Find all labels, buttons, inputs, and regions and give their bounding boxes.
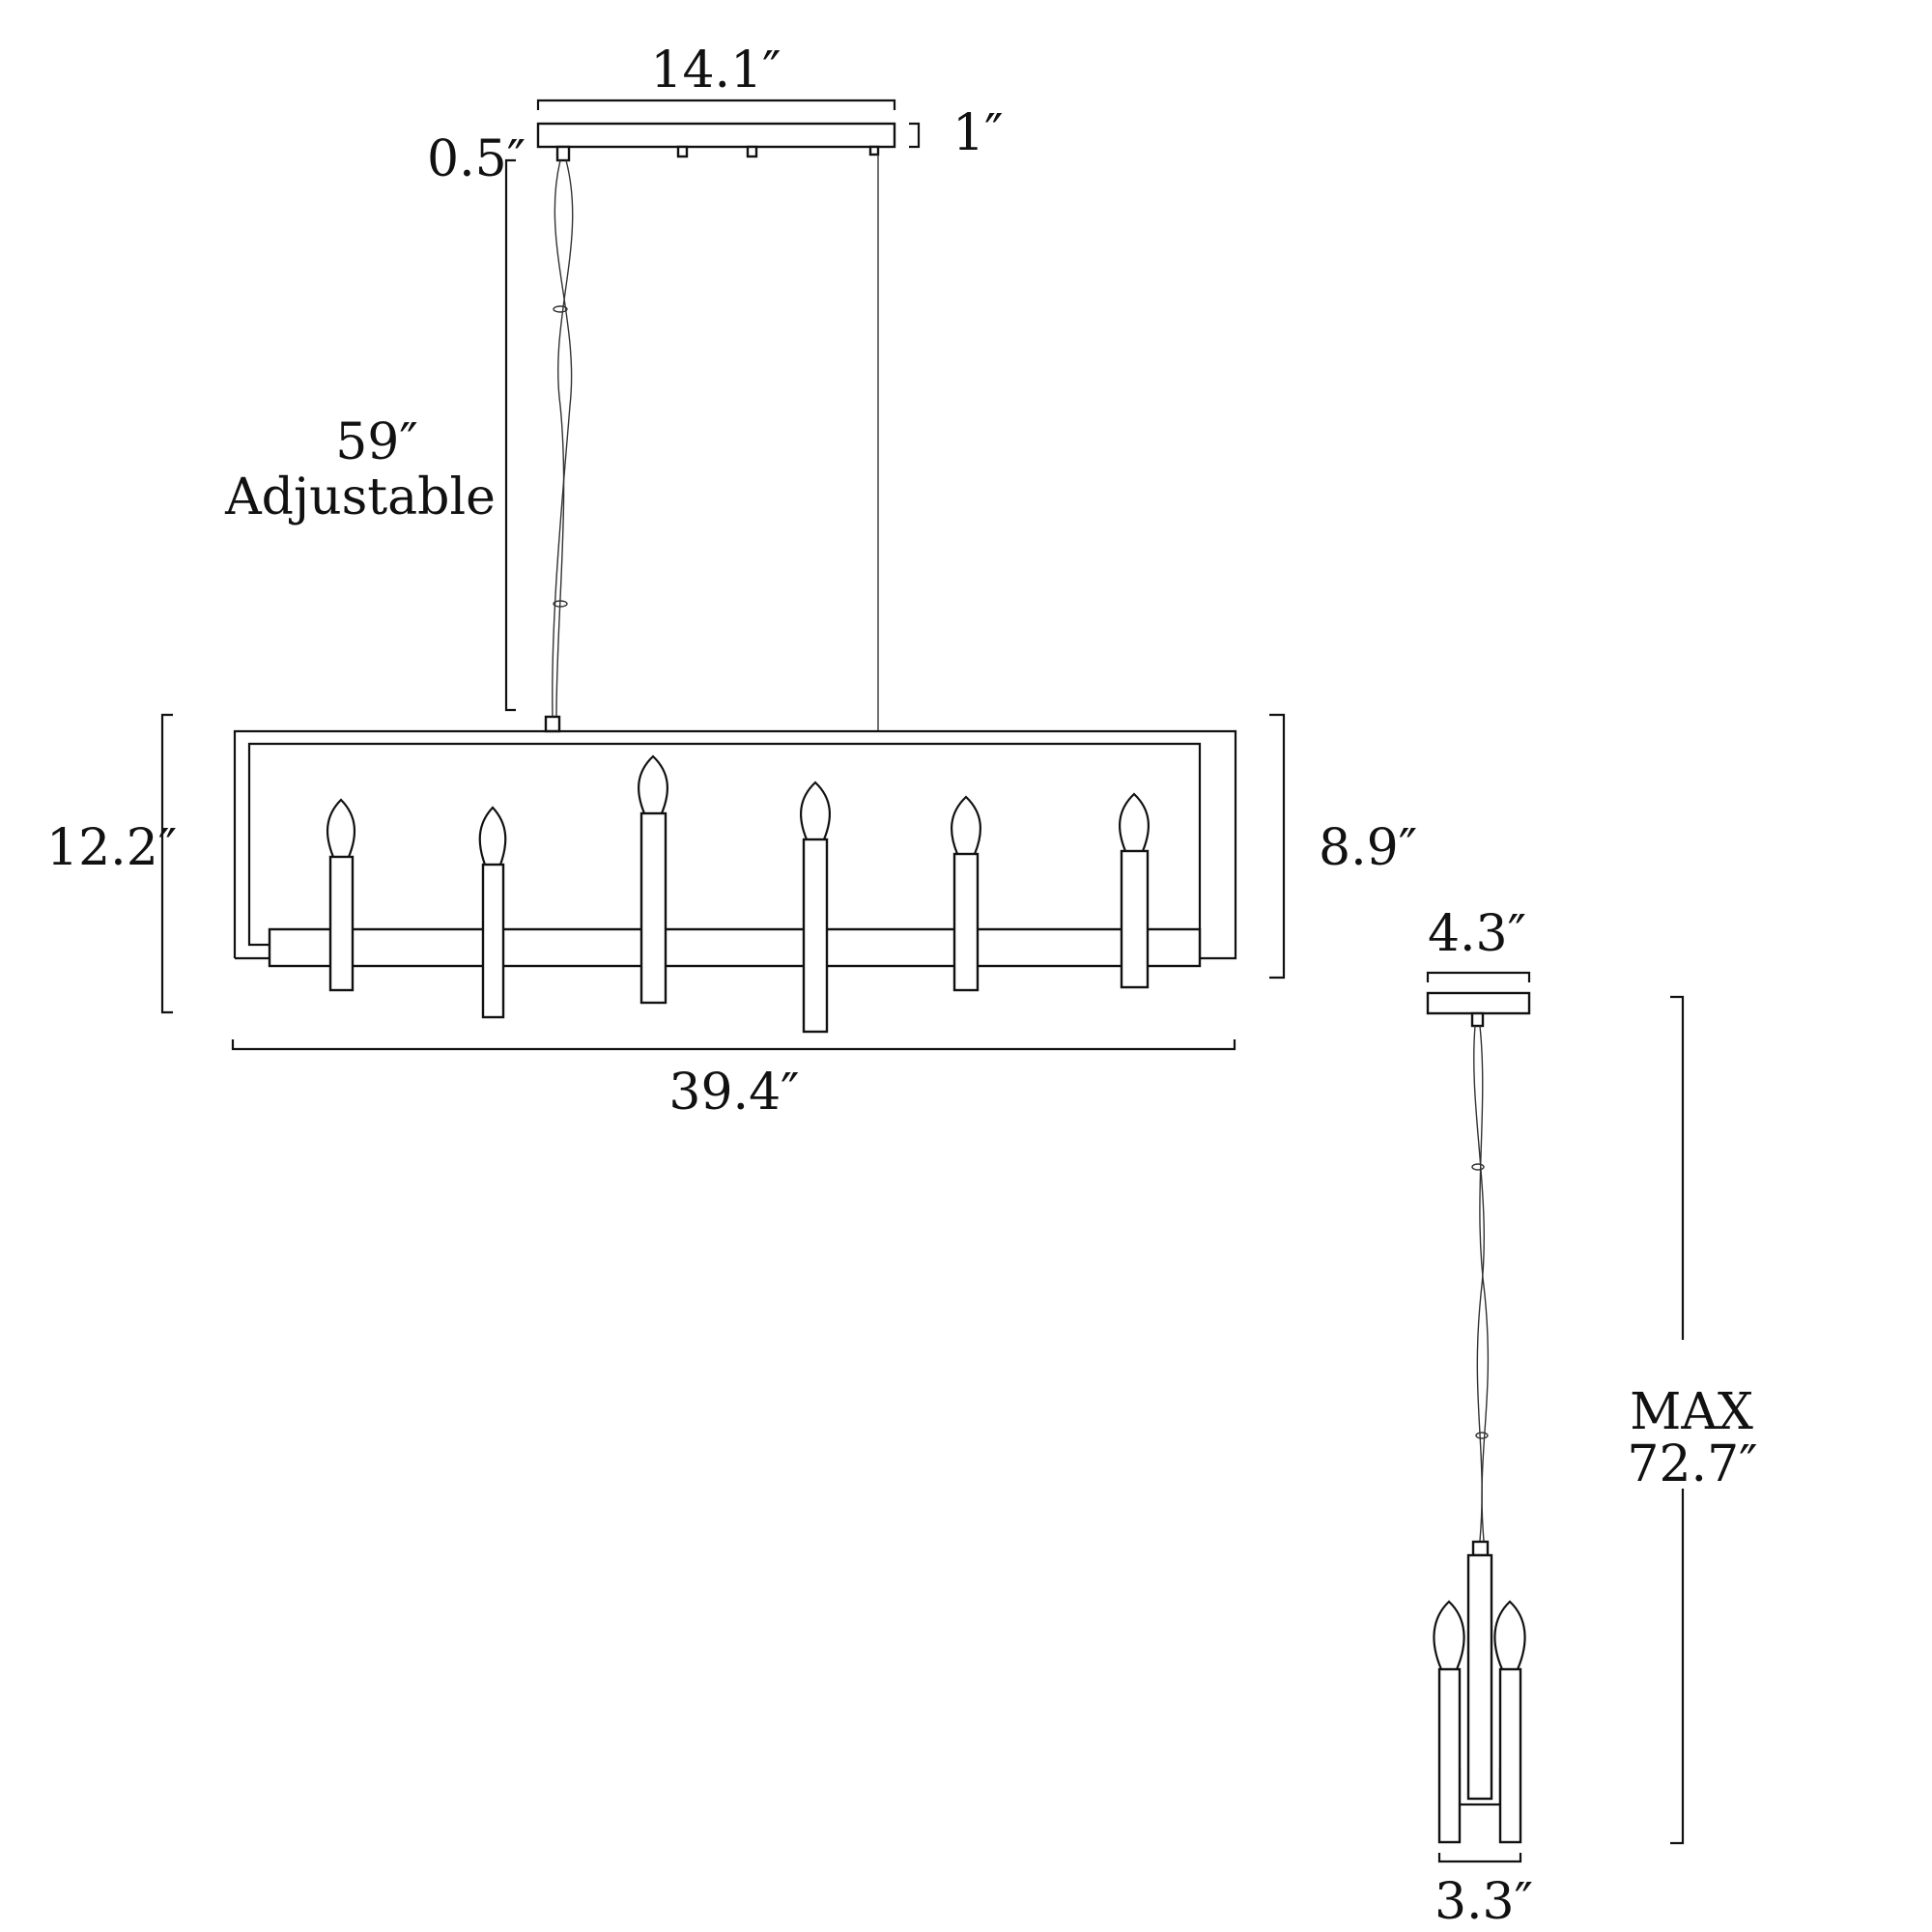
canopy-height-bracket: [909, 122, 921, 149]
body-width-bracket: [1437, 1853, 1522, 1863]
frame-height-label: 8.9″: [1319, 819, 1417, 877]
side-cord-clip: [1475, 1432, 1489, 1439]
canopy-width-label: 14.1″: [650, 42, 781, 99]
bulb: [326, 798, 356, 858]
power-cord: [555, 159, 574, 718]
side-bulb: [1433, 1600, 1465, 1670]
front-view: 14.1″ 1″ 0.5″ 59″ Adjustable: [46, 42, 1417, 1122]
candle-sleeve: [802, 838, 829, 1034]
side-cord-grip: [1470, 1011, 1485, 1028]
side-view: 4.3″ MAX 72.7″ 3.3″: [1426, 905, 1758, 1931]
cord-entry: [544, 715, 561, 733]
candle-sleeve: [328, 855, 355, 992]
side-candle-sleeve: [1437, 1667, 1462, 1844]
side-canopy-plate: [1426, 991, 1531, 1015]
max-height-bracket-lower: [1670, 1489, 1685, 1845]
max-height-label: 72.7″: [1627, 1435, 1757, 1493]
side-power-cord: [1479, 1025, 1490, 1542]
bulb: [478, 806, 507, 866]
cord-clip: [553, 600, 568, 608]
outer-frame: [233, 729, 1237, 960]
overall-height-label: 12.2″: [46, 819, 177, 877]
side-candle-sleeve: [1498, 1667, 1522, 1844]
side-cord-entry: [1471, 1540, 1490, 1557]
bulb: [638, 754, 668, 814]
bulbs: [326, 754, 1150, 866]
max-label: MAX: [1630, 1383, 1753, 1441]
canopy-plate: [536, 122, 896, 149]
overall-length-label: 39.4″: [668, 1064, 799, 1122]
overall-length-bracket: [231, 1039, 1236, 1051]
power-cord: [552, 159, 573, 718]
candle-sleeve: [481, 863, 505, 1019]
bulb: [951, 795, 981, 855]
side-power-cord: [1473, 1025, 1485, 1542]
body-width-label: 3.3″: [1435, 1873, 1533, 1931]
cable-grip: [868, 145, 880, 156]
canopy-screw: [676, 145, 689, 158]
canopy-width-bracket: [536, 99, 896, 110]
side-center-post: [1466, 1553, 1493, 1801]
candle-sleeve: [1120, 849, 1150, 989]
side-bulb: [1493, 1600, 1526, 1670]
overall-height-bracket: [160, 713, 173, 1014]
cord-grip: [555, 145, 571, 162]
candle-sleeves: [328, 811, 1150, 1034]
drop-bracket: [504, 158, 516, 712]
candle-sleeve: [639, 811, 668, 1005]
side-canopy-width-label: 4.3″: [1428, 905, 1526, 963]
side-canopy-width-bracket: [1426, 971, 1531, 982]
canopy-screw: [746, 145, 758, 158]
cord-clip: [553, 305, 568, 313]
drop-note-label: Adjustable: [224, 469, 496, 526]
bulb: [800, 781, 831, 840]
candle-bar: [268, 927, 1202, 968]
side-cord-clip: [1471, 1163, 1485, 1171]
frame-height-bracket: [1269, 713, 1286, 980]
canopy-height-label: 1″: [952, 104, 1004, 162]
bulb: [1119, 792, 1150, 852]
max-height-bracket-upper: [1670, 995, 1685, 1340]
candle-sleeve: [952, 852, 980, 992]
drop-value-label: 59″: [335, 413, 418, 471]
